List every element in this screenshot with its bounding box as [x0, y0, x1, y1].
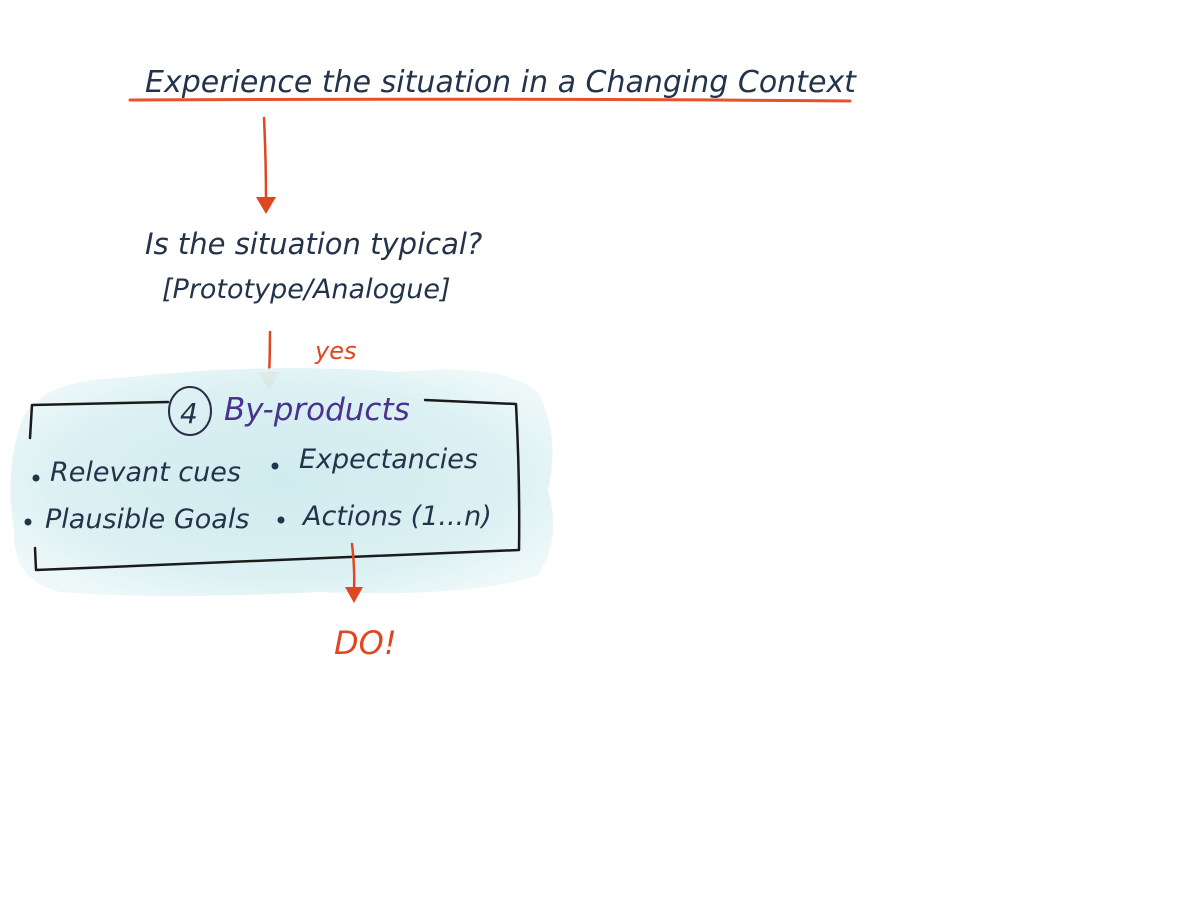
- question-line2: [Prototype/Analogue]: [162, 274, 451, 305]
- byproducts-box: [28, 398, 521, 572]
- number-circle: [168, 386, 212, 436]
- question-line1: Is the situation typical?: [145, 227, 482, 261]
- byproduct-item-relevant-cues: Relevant cues: [50, 457, 241, 488]
- title-text: Experience the situation in a Changing C…: [145, 65, 857, 100]
- title-underline: [128, 97, 852, 103]
- yes-label: yes: [314, 337, 356, 365]
- bullet-dot: [32, 474, 40, 482]
- outcome-text: DO!: [334, 624, 397, 662]
- byproduct-item-actions: Actions (1...n): [301, 501, 492, 532]
- byproducts-number: 4: [180, 397, 198, 430]
- highlight-background: [10, 368, 554, 596]
- byproduct-item-plausible-goals: Plausible Goals: [45, 504, 249, 535]
- arrow-byproducts-to-do: [345, 542, 363, 603]
- bullet-dot: [277, 516, 285, 524]
- byproduct-item-expectancies: Expectancies: [299, 444, 478, 475]
- byproducts-heading: By-products: [224, 392, 410, 428]
- bullet-dot: [24, 518, 32, 526]
- arrow-title-to-question: [256, 116, 276, 214]
- bullet-dot: [271, 462, 279, 470]
